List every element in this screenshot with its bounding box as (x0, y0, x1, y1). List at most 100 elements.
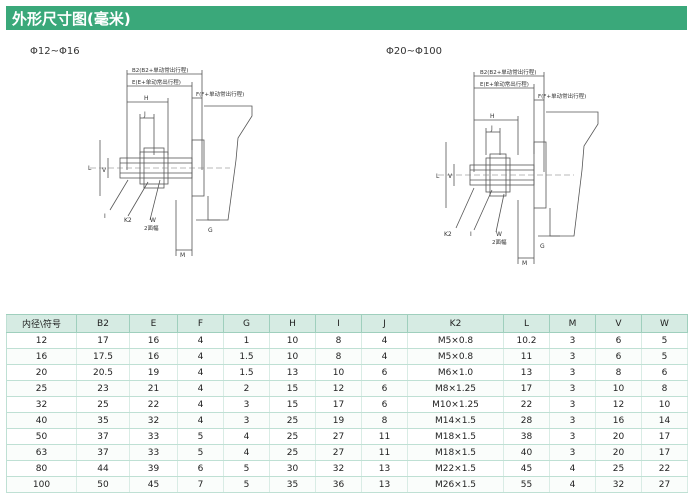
table-cell: 19 (129, 364, 178, 381)
table-cell: 10 (269, 332, 316, 349)
table-cell: 4 (177, 348, 224, 365)
table-header: M (549, 314, 596, 333)
table-cell: 4 (361, 348, 408, 365)
table-cell: 19 (315, 412, 362, 429)
table-cell: 3 (223, 412, 270, 429)
left-label-w: W (150, 217, 156, 224)
table-cell: 20 (6, 364, 77, 381)
table-cell: 32 (129, 412, 178, 429)
table-cell: 22 (129, 396, 178, 413)
table-cell: 40 (6, 412, 77, 429)
table-cell: 25 (76, 396, 130, 413)
table-cell: 5 (177, 428, 224, 445)
title-bar: 外形尺寸图(毫米) (6, 6, 687, 30)
table-cell: 10 (269, 348, 316, 365)
table-cell: 15 (269, 380, 316, 397)
table-cell: 27 (641, 476, 688, 493)
table-cell: 5 (641, 348, 688, 365)
right-label-i: I (470, 231, 472, 238)
table-cell: 10 (641, 396, 688, 413)
table-cell: 37 (76, 444, 130, 461)
table-header: W (641, 314, 688, 333)
table-cell: 1.5 (223, 348, 270, 365)
table-cell: 3 (549, 428, 596, 445)
table-cell: 6 (177, 460, 224, 477)
right-label-g: G (540, 243, 545, 250)
table-cell: 39 (129, 460, 178, 477)
table-cell: 23 (76, 380, 130, 397)
table-cell: 13 (269, 364, 316, 381)
table-cell: 12 (595, 396, 642, 413)
table-cell: 6 (595, 348, 642, 365)
left-label-l: L (88, 165, 92, 172)
table-cell: 16 (129, 332, 178, 349)
right-label-w: W (496, 231, 502, 238)
left-label-b2: B2(B2+单动常出行程) (132, 66, 188, 74)
table-cell: 13 (361, 460, 408, 477)
table-cell: 1.5 (223, 364, 270, 381)
table-cell: 45 (503, 460, 550, 477)
table-cell: 4 (549, 460, 596, 477)
right-diagram-range-label: Φ20~Φ100 (386, 46, 442, 57)
table-cell: M22×1.5 (407, 460, 504, 477)
table-cell: 4 (361, 332, 408, 349)
table-cell: 80 (6, 460, 77, 477)
table-cell: 30 (269, 460, 316, 477)
table-cell: 6 (361, 396, 408, 413)
left-label-f: F(F+单动常出行程) (196, 90, 244, 98)
table-cell: 10 (315, 364, 362, 381)
left-label-m: M (180, 252, 185, 259)
table-cell: 10 (595, 380, 642, 397)
table-cell: 36 (315, 476, 362, 493)
table-cell: 38 (503, 428, 550, 445)
right-dimension-drawing: B2(B2+单动常出行程) E(E+单动常出行程) F(F+单动常出行程) H … (436, 68, 599, 267)
right-label-b2: B2(B2+单动常出行程) (480, 68, 536, 76)
table-cell: 20 (595, 428, 642, 445)
table-cell: 5 (177, 444, 224, 461)
table-cell: 25 (6, 380, 77, 397)
table-cell: 5 (223, 460, 270, 477)
page-title: 外形尺寸图(毫米) (12, 10, 131, 28)
right-label-m: M (522, 260, 527, 267)
table-cell: 17.5 (76, 348, 130, 365)
left-diagram-range-label: Φ12~Φ16 (30, 46, 80, 57)
table-cell: 44 (76, 460, 130, 477)
table-cell: 3 (549, 332, 596, 349)
table-header: V (595, 314, 642, 333)
table-cell: 3 (549, 412, 596, 429)
table-cell: M6×1.0 (407, 364, 504, 381)
right-label-v: V (448, 173, 453, 180)
table-cell: 4 (177, 380, 224, 397)
table-cell: 17 (641, 428, 688, 445)
table-cell: 4 (177, 332, 224, 349)
left-label-h: H (144, 95, 149, 102)
table-cell: 12 (315, 380, 362, 397)
table-cell: 11 (503, 348, 550, 365)
table-cell: 8 (361, 412, 408, 429)
right-label-h: H (490, 113, 495, 120)
table-cell: 63 (6, 444, 77, 461)
table-cell: 11 (361, 428, 408, 445)
table-cell: 35 (76, 412, 130, 429)
table-cell: 13 (361, 476, 408, 493)
table-cell: 16 (129, 348, 178, 365)
table-cell: M8×1.25 (407, 380, 504, 397)
table-cell: 16 (595, 412, 642, 429)
table-cell: 20 (595, 444, 642, 461)
table-cell: 4 (223, 444, 270, 461)
table-header: H (269, 314, 316, 333)
table-header-row: 内径\符号 B2 E F G H I J K2 L M V W (6, 314, 688, 333)
right-label-j: J (490, 125, 493, 132)
table-cell: 21 (129, 380, 178, 397)
table-cell: 32 (6, 396, 77, 413)
table-header: F (177, 314, 224, 333)
table-cell: 25 (595, 460, 642, 477)
